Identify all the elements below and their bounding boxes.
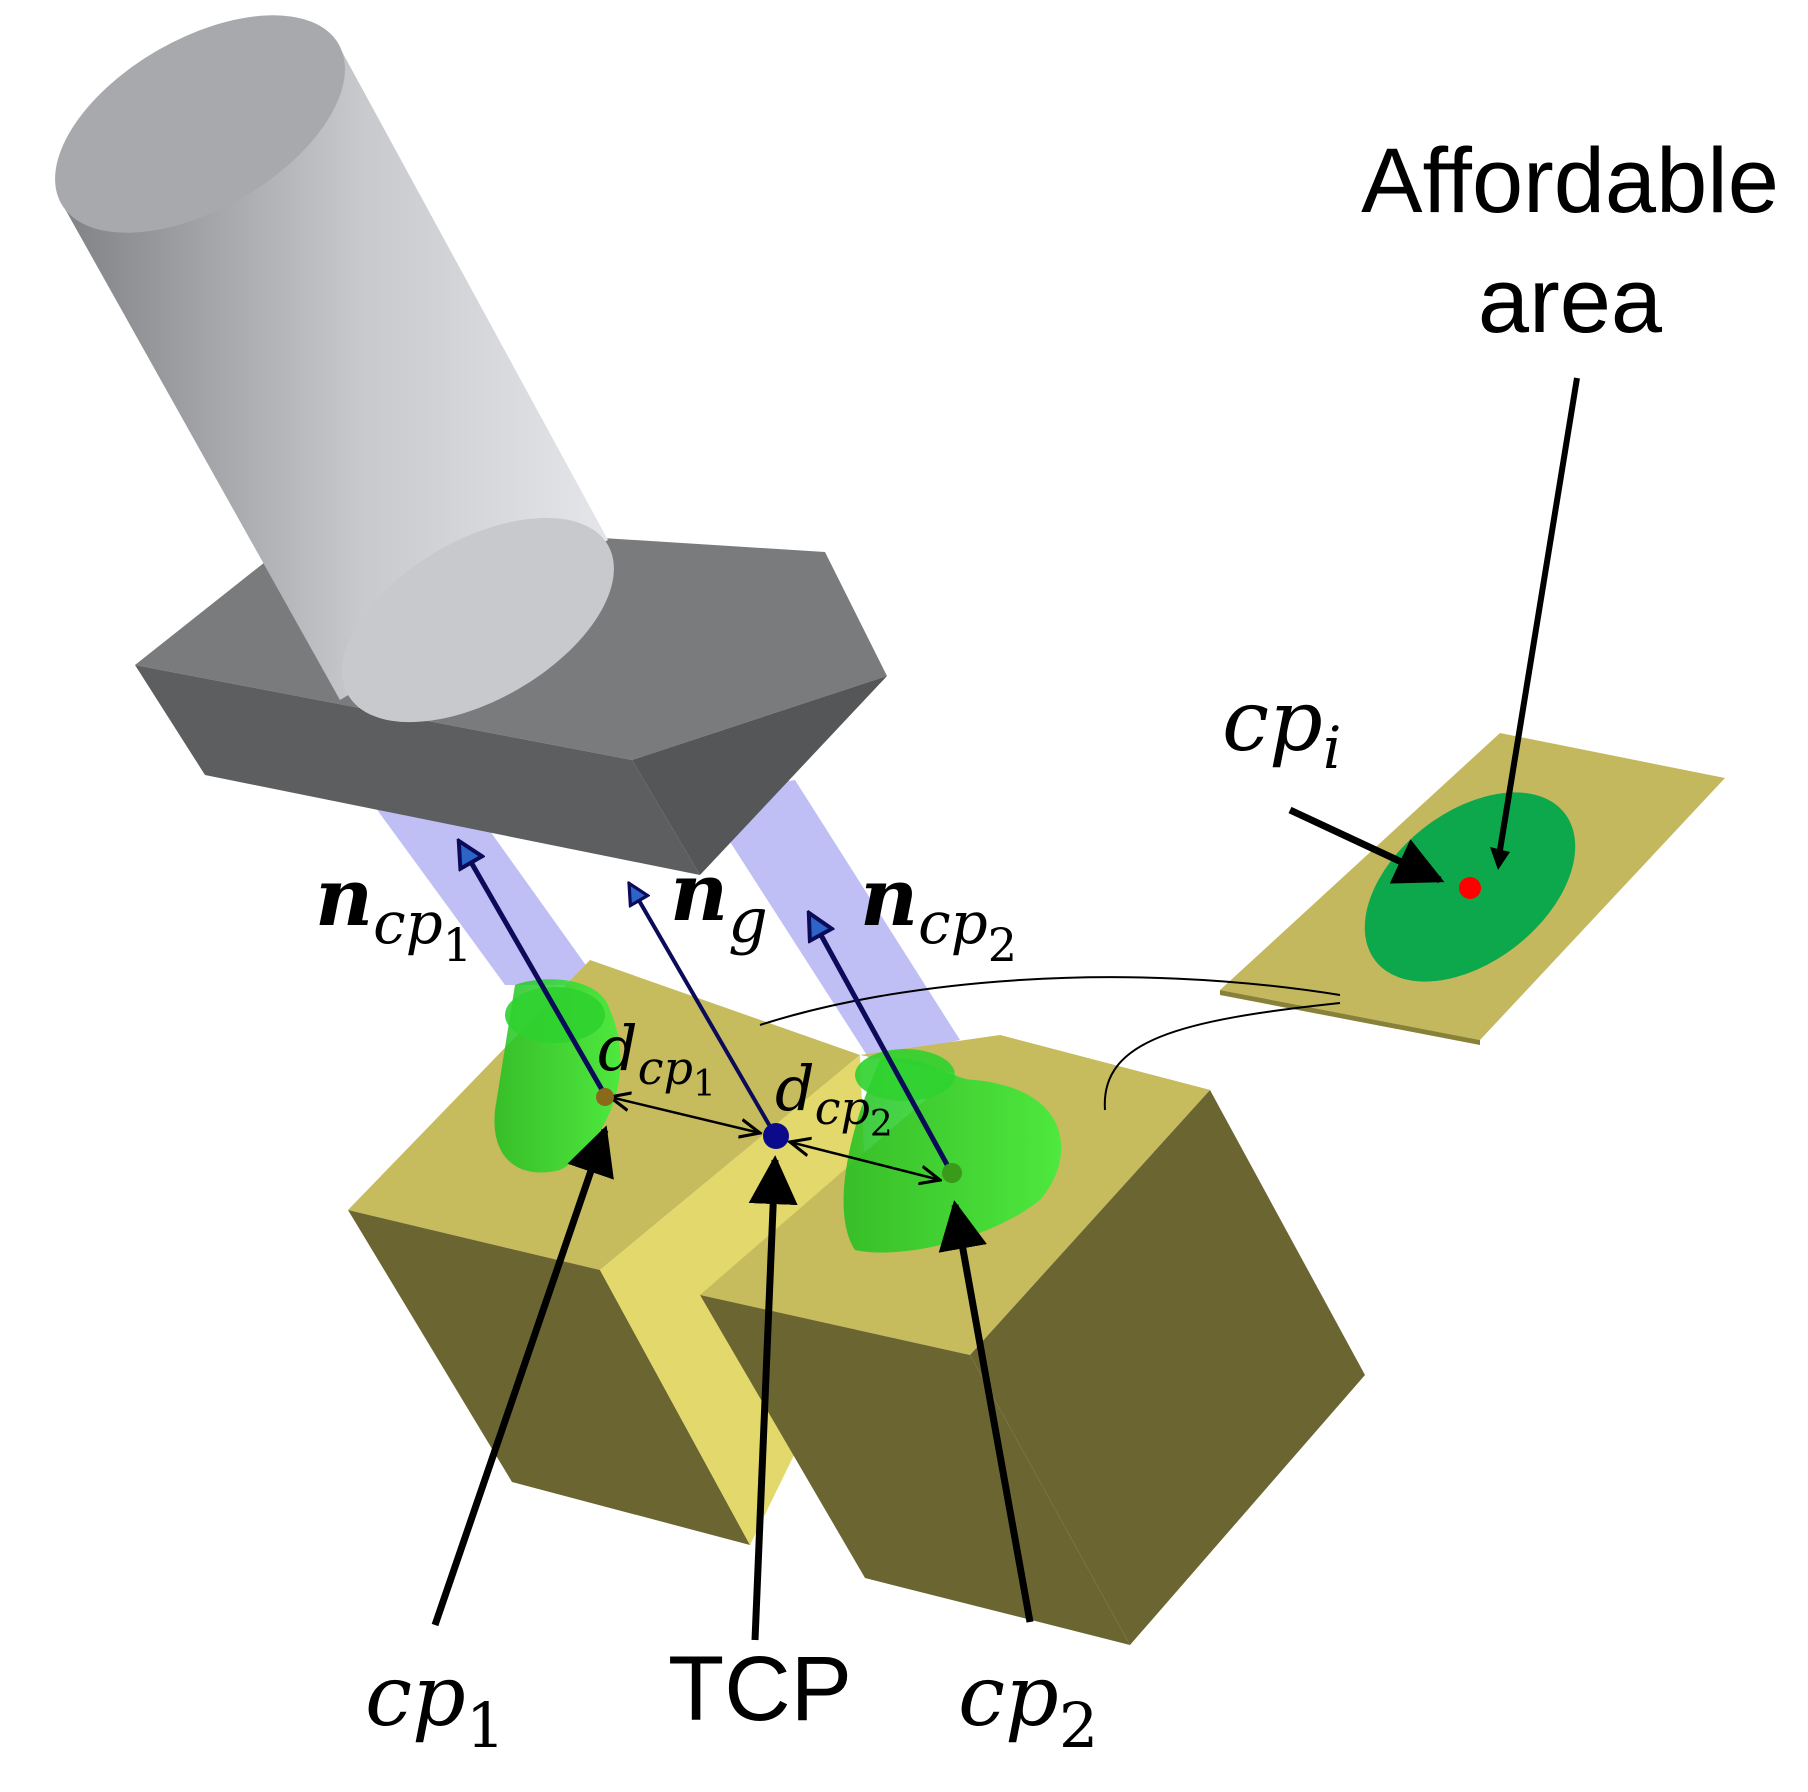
normal-arrow-cp1: [460, 843, 608, 1097]
distance-arrow-cp1: [610, 1097, 760, 1133]
n-cp1-label-sub: cp: [373, 889, 443, 957]
pointer-cp1: [431, 1125, 614, 1627]
left-block-front: [348, 1210, 750, 1545]
n-g-label-sub: g: [728, 884, 768, 957]
cone-right-cap: [855, 1049, 955, 1101]
cp2-label: cp2: [958, 1647, 1098, 1762]
tcp-label: TCP: [668, 1638, 852, 1740]
cp2-label-main: cp: [958, 1647, 1059, 1745]
pointer-cpi: [1288, 806, 1445, 884]
n-cp1-label-main: n: [315, 850, 373, 944]
distance-arrow-cp2: [790, 1142, 940, 1180]
affordable-point-marker: [1459, 877, 1481, 899]
cp1-label-main: cp: [365, 1647, 466, 1745]
affordable-area-label-line1: Affordable: [1361, 130, 1779, 232]
right-block-top-back: [860, 1035, 1210, 1090]
d-cp2-label-main: d: [775, 1052, 815, 1125]
n-cp2-label-subsub: 2: [988, 918, 1017, 972]
labels: Affordable area cpi ncp1 ng ncp2 dcp1 dc…: [315, 130, 1779, 1762]
gripper-side-face: [632, 676, 887, 875]
right-block-front: [700, 1295, 1130, 1645]
cylinder-top-cap: [55, 15, 345, 233]
contact-cones: [494, 979, 1062, 1253]
cone-right: [843, 1057, 1062, 1253]
n-cp2-label-sub: cp: [918, 889, 988, 957]
pointer-affordable-area-tip: [1490, 847, 1510, 870]
normal-arrow-cp2: [810, 915, 953, 1172]
d-cp2-label-subsub: 2: [870, 1104, 893, 1145]
contact-point-cp1: [596, 1088, 614, 1106]
d-cp1-label-sub: cp: [638, 1041, 693, 1095]
contact-point-cp2: [942, 1163, 962, 1183]
d-cp1-label-main: d: [598, 1012, 638, 1085]
n-g-label-main: n: [670, 845, 728, 939]
affordable-area-label-line2: area: [1478, 250, 1663, 352]
beam-left: [370, 800, 600, 985]
cp1-label-sub: 1: [466, 1689, 505, 1762]
distance-arrows: [596, 1088, 962, 1183]
pointer-arrows: [431, 377, 1580, 1641]
cone-left-cap: [505, 987, 605, 1043]
cylinder-base: [342, 517, 614, 723]
n-cp1-label: ncp1: [315, 850, 472, 972]
tcp-point: [763, 1123, 789, 1149]
object-blocks: [348, 960, 1365, 1645]
pointer-tcp: [748, 1155, 798, 1641]
d-cp2-label-sub: cp: [815, 1081, 870, 1135]
n-cp2-label: ncp2: [860, 850, 1017, 972]
inset-connector-curve-2: [1103, 1002, 1341, 1111]
n-cp1-label-subsub: 1: [443, 918, 472, 972]
gripper-front-face: [135, 665, 700, 875]
d-cp1-label-subsub: 1: [693, 1064, 716, 1105]
pointer-affordable-area: [1497, 377, 1580, 851]
right-block-side: [970, 1090, 1365, 1645]
cp2-label-sub: 2: [1059, 1689, 1098, 1762]
gripper: [55, 15, 887, 875]
cpi-label-sub: i: [1323, 714, 1342, 782]
n-cp2-label-main: n: [860, 850, 918, 944]
cpi-label: cpi: [1222, 672, 1341, 782]
cpi-label-main: cp: [1222, 672, 1323, 770]
cp1-label: cp1: [365, 1647, 505, 1762]
inset-connector-curve: [759, 976, 1341, 1026]
n-g-label: ng: [670, 845, 768, 957]
d-cp1-label: dcp1: [598, 1012, 716, 1105]
pointer-cp2: [938, 1200, 1034, 1623]
plate-edge: [1220, 990, 1480, 1045]
d-cp2-label: dcp2: [775, 1052, 893, 1145]
